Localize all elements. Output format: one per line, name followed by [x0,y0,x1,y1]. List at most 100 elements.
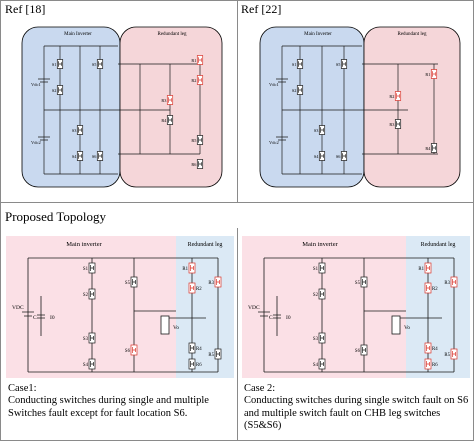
switch-r4: R4 [424,342,438,354]
switch-s3: S3 [314,125,326,135]
switch-s4: S4 [314,151,326,161]
load-resistor [160,315,170,335]
switch-label: R1 [418,267,424,272]
switch-r3: R3 [208,276,222,288]
switch-label: S4 [314,154,319,159]
switch-label: R1 [182,267,188,272]
switch-s2: S2 [292,85,304,95]
switch-s4: S4 [72,151,84,161]
switch-symbol [320,127,324,133]
switch-label: S1 [292,62,297,67]
switch-s3: S3 [72,125,84,135]
switch-symbol [132,279,136,285]
switch-r2: R2 [389,91,402,101]
switch-s3: S3 [83,332,96,344]
case1-caption-title: Case1: [8,383,37,394]
vdc-label: VDC [12,305,24,311]
switch-r2: R2 [424,282,438,294]
switch-label: S1 [313,267,319,272]
switch-label: R1 [425,72,430,77]
load-label: Vo [173,325,179,331]
redundant-leg-label: Redundant leg [397,32,427,37]
switch-label: S4 [72,154,77,159]
switch-symbol [190,345,194,351]
switch-r3: R3 [444,276,458,288]
switch-symbol [320,291,324,297]
switch-symbol [426,345,430,351]
switch-s6: S6 [355,344,368,356]
switch-label: S5 [355,281,361,286]
switch-symbol [362,279,366,285]
switch-r5: R5 [444,348,458,360]
switch-symbol [452,279,456,285]
switch-symbol [320,265,324,271]
case-divider [237,228,238,441]
switch-symbol [298,87,302,93]
capacitor-label: C [269,315,273,321]
switch-r2: R2 [191,75,204,85]
vdc-label: VDC [248,305,260,311]
switch-r5: R5 [191,135,204,145]
wiring [22,257,219,373]
switch-symbol [78,127,82,133]
switch-label: S3 [72,128,77,133]
switch-symbol [320,153,324,159]
switch-label: S6 [92,154,97,159]
switch-symbol [432,145,436,151]
vdc1-label: Vdc1 [269,82,279,87]
switch-s2: S2 [52,85,64,95]
switch-label: S5 [336,62,341,67]
switch-symbol [90,265,94,271]
switch-r5: R5 [208,348,222,360]
switch-label: S3 [314,128,319,133]
switch-label: R4 [432,347,438,352]
switch-label: R3 [161,98,166,103]
switch-label: S6 [336,154,341,159]
redundant-leg-label: Redundant leg [188,242,223,248]
switch-label: S1 [83,267,89,272]
main-inverter-region [6,236,176,378]
ref-18-title: Ref [18] [5,2,46,16]
switch-r1: R1 [191,55,204,65]
redundant-leg-region [363,26,461,188]
switch-label: R6 [191,162,197,167]
switch-symbol [168,117,172,123]
switch-symbol [78,153,82,159]
switch-r6: R6 [188,358,202,370]
switch-label: S3 [83,337,89,342]
load-resistor [391,315,401,335]
switch-r6: R6 [191,159,204,169]
switch-s3: S3 [313,332,326,344]
switch-label: S2 [313,293,319,298]
redundant-leg-region [406,236,470,378]
switch-label: S5 [92,62,97,67]
proposed-topology-title: Proposed Topology [5,209,107,224]
switch-r2: R2 [188,282,202,294]
switch-label: R4 [196,347,202,352]
switch-s1: S1 [52,59,64,69]
vdc2-label: Vdc2 [31,140,41,145]
switch-label: R5 [444,353,450,358]
switch-label: R5 [191,138,196,143]
load-label: Vo [404,325,410,331]
switch-symbol [396,121,400,127]
switch-s2: S2 [313,288,326,300]
switch-s4: S4 [83,358,96,370]
switch-r1: R1 [418,262,432,274]
redundant-leg-region [176,236,234,378]
switch-label: R5 [208,353,214,358]
ref-22-title: Ref [22] [241,2,282,16]
switch-label: S2 [292,88,297,93]
switch-symbol [190,285,194,291]
switch-label: R2 [196,287,202,292]
case1-caption-text: Conducting switches during single and mu… [8,395,209,419]
switch-symbol [362,347,366,353]
switch-s4: S4 [313,358,326,370]
